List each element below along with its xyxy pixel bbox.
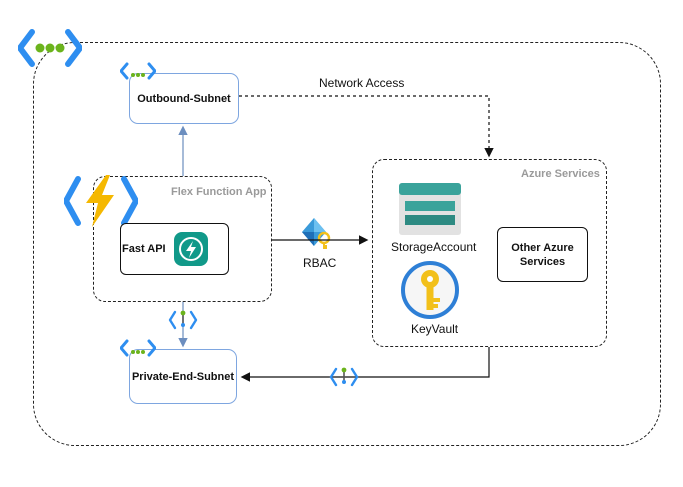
other-azure-services-box: Other Azure Services [497,227,588,282]
rbac-icon [302,218,331,249]
keyvault-icon [401,261,459,319]
private-endpoint-icon [168,310,198,330]
private-end-subnet-label: Private-End-Subnet [131,370,235,383]
other-azure-services-label: Other Azure Services [511,241,574,268]
keyvault-label: KeyVault [411,322,459,336]
fastapi-icon [174,232,208,266]
private-end-subnet-box: Private-End-Subnet [129,349,237,404]
storage-account-label: StorageAccount [391,240,477,254]
subnet-icon-private [120,339,156,357]
subnet-icon [120,62,156,80]
outbound-subnet-label: Outbound-Subnet [137,92,231,105]
arrow-network-access [239,95,494,158]
azure-services-container [372,159,607,347]
fastapi-label: Fast API [122,243,166,255]
function-app-icon [64,175,138,227]
storage-account-icon [399,183,461,235]
function-app-title: Flex Function App [171,186,267,198]
vnet-icon [18,29,82,67]
rbac-label: RBAC [303,256,337,270]
private-endpoint-icon-bottom [329,367,359,387]
azure-services-title: Azure Services [521,168,600,180]
function-app-container [93,176,272,302]
vnet-boundary [33,42,661,446]
outbound-subnet-box: Outbound-Subnet [129,73,239,124]
arrow-azure-to-private [240,347,490,382]
network-access-label: Network Access [319,76,405,90]
